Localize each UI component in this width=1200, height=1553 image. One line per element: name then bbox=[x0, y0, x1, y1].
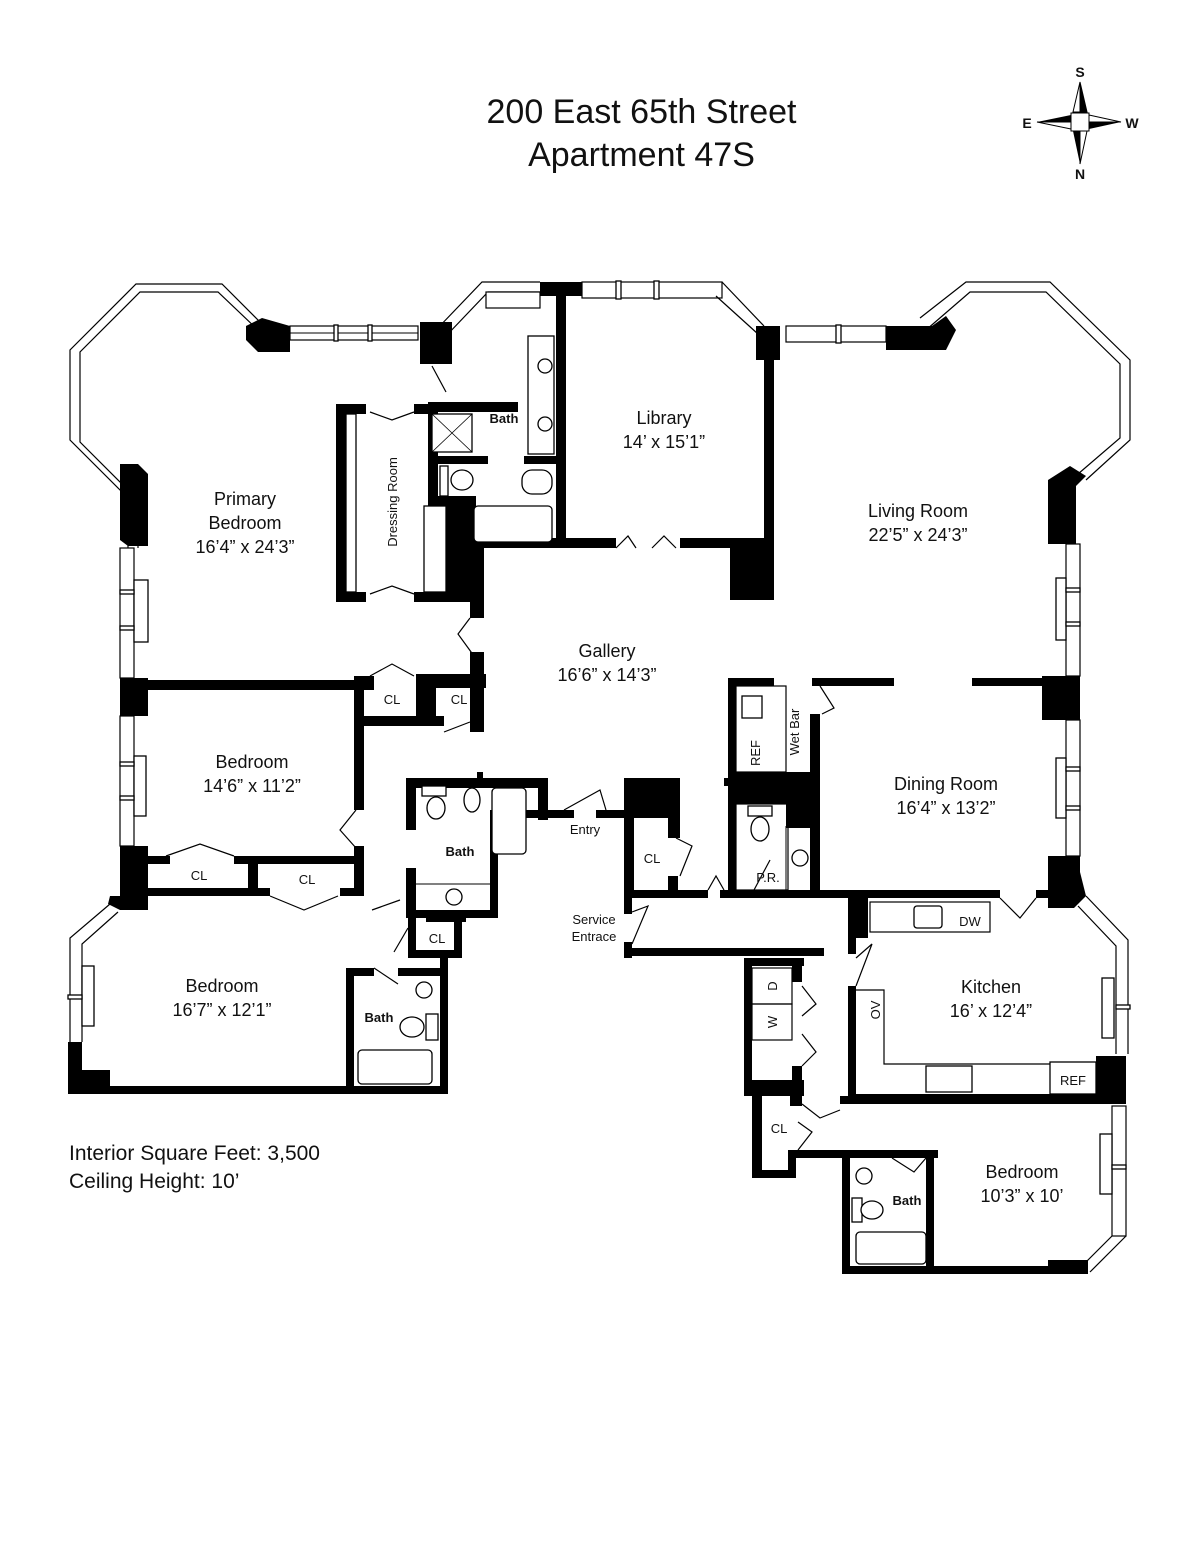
closet-label: CL bbox=[299, 872, 316, 887]
bedroom4-size: 10’3” x 10’ bbox=[980, 1186, 1063, 1206]
toilet-icon bbox=[750, 816, 770, 842]
kitchen-sink-icon bbox=[913, 905, 943, 929]
dressing-room-label: Dressing Room bbox=[385, 457, 400, 547]
bedroom4-label: Bedroom bbox=[985, 1162, 1058, 1182]
closet-label: CL bbox=[191, 868, 208, 883]
toilet-icon bbox=[426, 796, 446, 820]
service-entrance-label: Service bbox=[572, 912, 615, 927]
service-entrance-label-2: Entrace bbox=[572, 929, 617, 944]
bath2-label: Bath bbox=[446, 844, 475, 859]
sink-icon bbox=[415, 981, 433, 999]
closet-label: CL bbox=[384, 692, 401, 707]
toilet-icon bbox=[450, 469, 474, 491]
bathtub-icon bbox=[855, 1231, 927, 1265]
dining-room-size: 16’4” x 13’2” bbox=[896, 798, 995, 818]
closet-label: CL bbox=[771, 1121, 788, 1136]
wet-bar-label: Wet Bar bbox=[787, 708, 802, 755]
square-feet-note: Interior Square Feet: 3,500 bbox=[69, 1142, 320, 1165]
bedroom3-size: 16’7” x 12’1” bbox=[172, 1000, 271, 1020]
kitchen-size: 16’ x 12’4” bbox=[950, 1001, 1032, 1021]
powder-room-label: P.R. bbox=[756, 870, 780, 885]
compass-s: S bbox=[1075, 64, 1084, 80]
compass-rose-icon: S N E W bbox=[1022, 64, 1139, 182]
kitchen-ref-label: REF bbox=[1060, 1073, 1086, 1088]
apartment-title: Apartment 47S bbox=[528, 136, 755, 174]
bathtub-icon bbox=[357, 1049, 433, 1085]
sink-icon bbox=[537, 416, 553, 432]
primary-bedroom-label: Primary bbox=[214, 489, 276, 509]
bidet-icon bbox=[521, 469, 553, 495]
bar-sink-icon bbox=[741, 695, 763, 719]
closet-label: CL bbox=[451, 692, 468, 707]
bathtub-icon bbox=[473, 505, 553, 543]
toilet-icon bbox=[860, 1200, 884, 1220]
gallery-size: 16’6” x 14’3” bbox=[557, 665, 656, 685]
oven-label: OV bbox=[868, 1000, 883, 1019]
living-room-label: Living Room bbox=[868, 501, 968, 521]
bidet-icon bbox=[463, 787, 481, 813]
bedroom2-size: 14’6” x 11’2” bbox=[203, 776, 301, 796]
bath4-label: Bath bbox=[893, 1193, 922, 1208]
range-icon bbox=[925, 1065, 973, 1093]
closet-label: CL bbox=[644, 851, 661, 866]
compass-w: W bbox=[1125, 115, 1139, 131]
ceiling-height-note: Ceiling Height: 10’ bbox=[69, 1170, 240, 1193]
primary-bedroom-label-2: Bedroom bbox=[208, 513, 281, 533]
fixtures bbox=[357, 335, 1097, 1265]
library-label: Library bbox=[636, 408, 691, 428]
entry-label: Entry bbox=[570, 822, 601, 837]
address-title: 200 East 65th Street bbox=[486, 93, 797, 131]
dining-room-label: Dining Room bbox=[894, 774, 998, 794]
sink-icon bbox=[537, 358, 553, 374]
sink-icon bbox=[855, 1167, 873, 1185]
wet-bar-ref-label: REF bbox=[748, 740, 763, 766]
bedroom3-label: Bedroom bbox=[185, 976, 258, 996]
plan-notes: Interior Square Feet: 3,500 Ceiling Heig… bbox=[69, 1140, 320, 1196]
compass-n: N bbox=[1075, 166, 1085, 182]
dryer-label: D bbox=[765, 981, 780, 990]
sink-icon bbox=[791, 849, 809, 867]
bedroom2-label: Bedroom bbox=[215, 752, 288, 772]
closet-label: CL bbox=[429, 931, 446, 946]
room-labels: Primary Bedroom 16’4” x 24’3” Dressing R… bbox=[172, 408, 1086, 1208]
doors bbox=[165, 365, 1037, 1173]
primary-bedroom-size: 16’4” x 24’3” bbox=[195, 537, 294, 557]
gallery-label: Gallery bbox=[578, 641, 635, 661]
bath3-label: Bath bbox=[365, 1010, 394, 1025]
sink-icon bbox=[445, 888, 463, 906]
primary-bath-label: Bath bbox=[490, 411, 519, 426]
bathtub-icon bbox=[491, 787, 527, 855]
windows bbox=[67, 280, 1131, 1273]
walls bbox=[68, 282, 1126, 1274]
library-size: 14’ x 15’1” bbox=[623, 432, 705, 452]
washer-label: W bbox=[765, 1015, 780, 1028]
toilet-icon bbox=[399, 1016, 425, 1038]
compass-e: E bbox=[1022, 115, 1031, 131]
dishwasher-label: DW bbox=[959, 914, 981, 929]
kitchen-label: Kitchen bbox=[961, 977, 1021, 997]
living-room-size: 22’5” x 24’3” bbox=[868, 525, 967, 545]
